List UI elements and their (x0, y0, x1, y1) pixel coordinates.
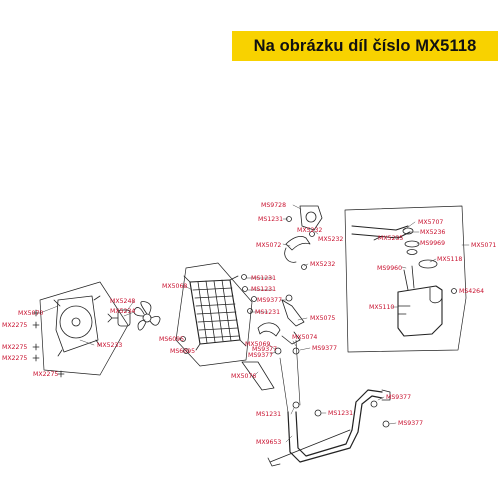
part-number-banner: Na obrázku díl číslo MX5118 (232, 31, 498, 61)
label-ms9377-e: MS9377 (386, 394, 411, 401)
label-ms6095-b: MS6095 (170, 348, 195, 355)
label-mx5071: MX5071 (471, 242, 496, 249)
label-mx5235: MX5235 (378, 235, 403, 242)
expansion-tank (397, 265, 443, 337)
label-mx5232-b: MX5232 (318, 236, 343, 243)
upper-hose (284, 236, 311, 263)
lower-pipe-assembly (267, 389, 391, 467)
label-ms9377-c: MS9377 (248, 352, 273, 359)
label-mx2275-d: MX2275 (33, 371, 58, 378)
fan-shroud (53, 295, 101, 357)
label-mx5110: MX5110 (369, 304, 394, 311)
label-ms1231-c: MS1231 (251, 286, 276, 293)
label-mx5075: MX5075 (310, 315, 335, 322)
banner-text: Na obrázku díl číslo MX5118 (253, 36, 477, 55)
tank-cap (402, 227, 438, 269)
label-mx5236: MX5236 (420, 229, 445, 236)
label-mx5070: MX5070 (18, 310, 43, 317)
label-ms9960: MS9960 (377, 265, 402, 272)
label-ms1231-d: MS1231 (255, 309, 280, 316)
fan-group-outline (39, 281, 129, 376)
label-ms9377-d: MS9377 (312, 345, 337, 352)
fan-blades (133, 301, 161, 331)
label-ms9377-b: MS9377 (252, 346, 277, 353)
label-mx5233: MX5233 (97, 342, 122, 349)
label-mx5069: MX5069 (245, 341, 270, 348)
label-mx5248: MX5248 (110, 298, 135, 305)
label-ms4264: MS4264 (459, 288, 484, 295)
label-mx5232-c: MX5232 (310, 261, 335, 268)
label-mx5076: MX5076 (231, 373, 256, 380)
label-mx9653: MX9653 (256, 439, 281, 446)
lower-bracket (241, 361, 275, 391)
radiator-core (183, 275, 247, 351)
label-mx5072: MX5072 (256, 242, 281, 249)
thermostat-housing (299, 205, 323, 231)
label-ms1231-e: MS1231 (256, 411, 281, 418)
label-ms9377-a: MS9377 (257, 297, 282, 304)
label-mx2275-b: MX2275 (2, 344, 27, 351)
label-mx5232-a: MX5232 (297, 227, 322, 234)
label-ms9969: MS9969 (420, 240, 445, 247)
radiator-group-outline (175, 262, 253, 367)
label-ms9728: MS9728 (261, 202, 286, 209)
label-mx5234: MX5234 (110, 308, 135, 315)
label-mx2275-a: MX2275 (2, 322, 27, 329)
label-ms1231-b: MS1231 (251, 275, 276, 282)
label-mx5118: MX5118 (437, 256, 462, 263)
label-mx5068: MX5068 (162, 283, 187, 290)
label-mx2275-c: MX2275 (2, 355, 27, 362)
label-mx5074: MX5074 (292, 334, 317, 341)
leader-lines (279, 339, 301, 413)
label-ms1231-a: MS1231 (258, 216, 283, 223)
label-ms9377-f: MS9377 (398, 420, 423, 427)
label-mx5707: MX5707 (418, 219, 443, 226)
label-ms6095-a: MS6095 (159, 336, 184, 343)
label-ms1231-f: MS1231 (328, 410, 353, 417)
tank-group-outline (344, 205, 467, 353)
fan-screws (32, 309, 65, 378)
fan-motor (107, 309, 131, 327)
